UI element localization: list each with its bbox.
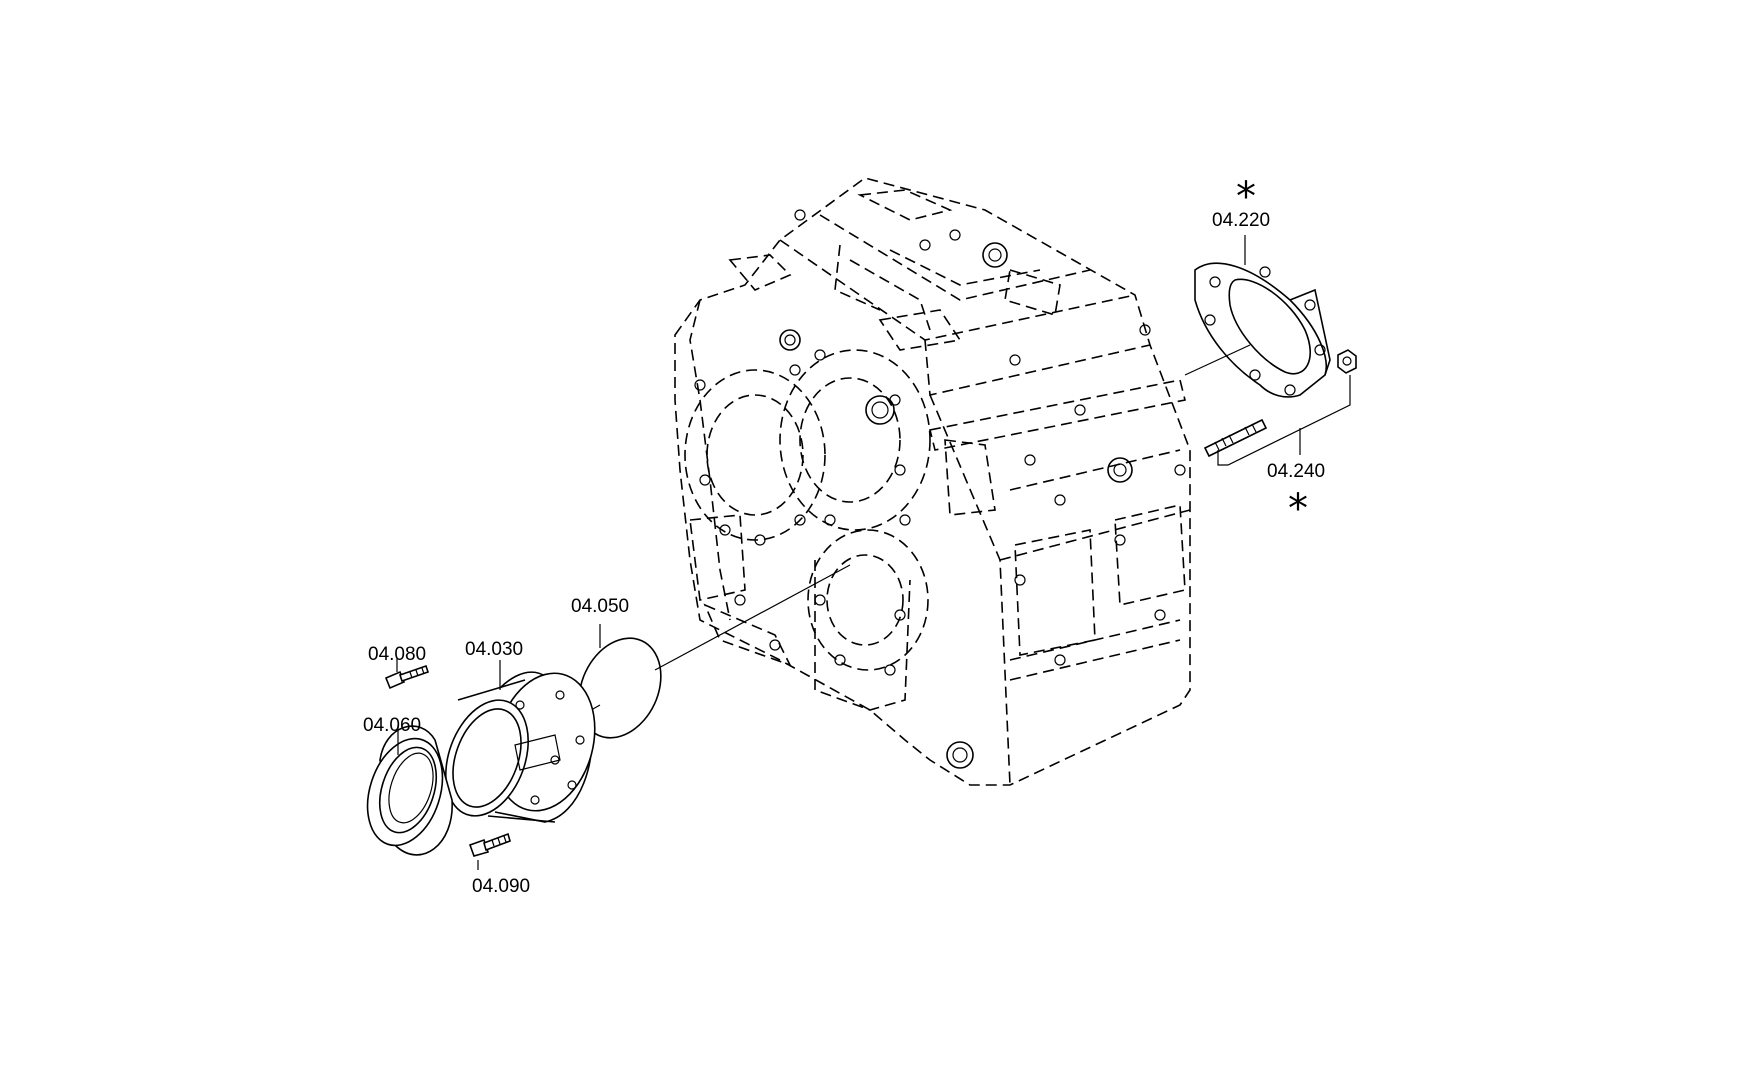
label-04050: 04.050: [571, 596, 629, 617]
asterisk-mark-top: *: [1236, 174, 1256, 220]
axis-line-cover: [1184, 344, 1251, 376]
o-ring-04050: [578, 637, 662, 739]
bolt-04090: [468, 832, 511, 857]
label-04220: 04.220: [1212, 210, 1270, 231]
label-04080: 04.080: [368, 644, 426, 665]
leader-04240: [1217, 375, 1351, 466]
bolt-04080: [384, 664, 430, 690]
label-04030: 04.030: [465, 639, 523, 660]
cover-04220: [1194, 262, 1331, 398]
flange-04030: [445, 671, 596, 823]
label-04060: 04.060: [363, 715, 421, 736]
housing-fittings: [779, 242, 1133, 769]
stud-nut-04240: [1203, 349, 1357, 458]
asterisk-mark-bottom: *: [1288, 486, 1308, 532]
seal-ring-04060: [366, 725, 453, 856]
transmission-housing: [674, 177, 1191, 786]
housing-bolt-holes: [694, 209, 1186, 676]
label-04090: 04.090: [472, 876, 530, 897]
axis-line-front: [654, 564, 851, 671]
label-04240: 04.240: [1267, 461, 1325, 482]
